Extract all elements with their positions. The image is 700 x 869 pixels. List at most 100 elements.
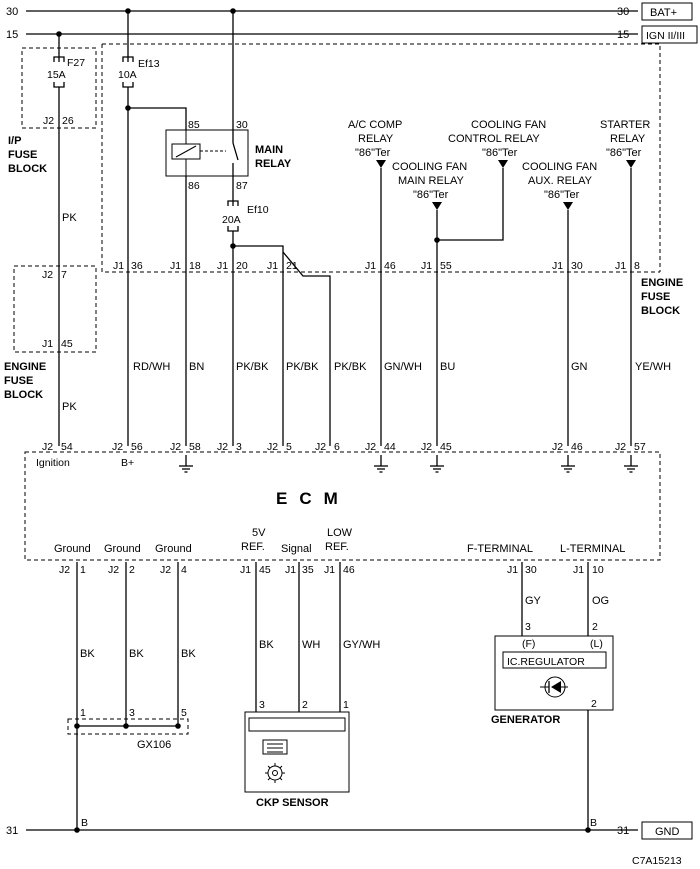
bat-num-right: 30 [617,6,629,18]
efb-pin-conn: J1 [615,260,626,272]
gx106-pin5: 5 [181,707,187,719]
ecm-pin-conn: J2 [315,441,326,453]
ecm-pin-conn: J1 [324,564,335,576]
efb-pin-conn: J1 [267,260,278,272]
main-relay: 85 30 86 87 MAIN RELAY [165,8,292,446]
ecm-pin-conn: J2 [217,441,228,453]
ref5v-line2: REF. [241,541,265,553]
wire-color: BN [189,361,204,373]
f-terminal-label: F-TERMINAL [467,543,533,555]
starter-line2: RELAY [610,133,646,145]
ecm-pin-label: B+ [121,457,134,469]
ef10-rating: 20A [222,214,241,226]
efb-pin-num: 46 [384,260,396,272]
wire-color: OG [592,595,609,607]
ip-label-3: BLOCK [8,163,47,175]
gnd-num-left: 31 [6,825,18,837]
engine-fuse-block-left: J2 7 J1 45 ENGINE FUSE BLOCK [4,263,97,446]
ecm-pin-num: 4 [181,564,187,576]
efb-pin-num: 36 [131,260,143,272]
ip-fuse-block: F27 15A J2 26 I/P FUSE BLOCK [8,31,97,263]
efb-pin-conn: J1 [552,260,563,272]
ground-symbol-icon [624,455,638,473]
relay-pin86: 86 [188,180,200,192]
ef13-fuse: Ef13 10A [118,8,187,446]
wire-colors-upper: PK PK RD/WH BN PK/BK PK/BK PK/BK GN/WH B… [62,212,671,413]
ref5v-line1: 5V [252,527,266,539]
bat-rail: 30 30 BAT+ [6,2,693,21]
fan-aux-line3: "86"Ter [544,189,580,201]
ecm-pin-conn: J1 [285,564,296,576]
relay-ac-comp: A/C COMP RELAY "86"Ter [348,119,402,446]
lower-wires [74,562,589,833]
l-terminal-label: L-TERMINAL [560,543,625,555]
relay-fan-aux: COOLING FAN AUX. RELAY "86"Ter [522,161,597,446]
efb-pin-num: 30 [571,260,583,272]
efb-right-label-2: FUSE [641,291,670,303]
relay-fan-control: COOLING FAN CONTROL RELAY "86"Ter [437,119,546,241]
ckp-label: CKP SENSOR [256,797,329,809]
starter-line1: STARTER [600,119,650,131]
efb-pin-num: 55 [440,260,452,272]
ac-comp-line2: RELAY [358,133,394,145]
wire-color: WH [302,639,320,651]
ecm-pin-num: 44 [384,441,396,453]
ecm-pin-conn: J2 [552,441,563,453]
bat-label: BAT+ [650,7,677,19]
wire-color: PK/BK [236,361,269,373]
gen-pin2-bottom: 2 [591,698,597,710]
ecm-pin-conn: J2 [267,441,278,453]
ecm-pin-num: 5 [286,441,292,453]
efb-pin-num: 21 [286,260,298,272]
relay-pin85: 85 [188,119,200,131]
gnd-b-right: B [590,817,597,829]
ecm-pin-num: 58 [189,441,201,453]
ecm-pin-num: 54 [61,441,73,453]
ecm-pin-num: 2 [129,564,135,576]
ecm-pin-num: 6 [334,441,340,453]
ecm-module: ECM [24,451,661,561]
ecm-pin-conn: J2 [160,564,171,576]
wire-color: PK [62,401,77,413]
wire-color: BU [440,361,455,373]
efb-right-label-3: BLOCK [641,305,680,317]
ground-symbol-icon [179,455,193,473]
ecm-pin-num: 45 [440,441,452,453]
ign-label: IGN II/III [646,30,685,42]
ecm-bottom-labels: Ground Ground Ground 5V REF. Signal LOW … [54,527,625,555]
wire-color: GY [525,595,542,607]
relay-starter: STARTER RELAY "86"Ter [600,119,650,446]
lowref-line2: REF. [325,541,349,553]
efb-left-label-2: FUSE [4,375,33,387]
ecm-pin-conn: J2 [170,441,181,453]
generator: 3 2 (F) (L) IC.REGULATOR 2 GENERATOR [491,621,614,833]
gnd-b-left: B [81,817,88,829]
gen-pin2-top: 2 [592,621,598,633]
ecm-pin-num: 30 [525,564,537,576]
signal-label: Signal [281,543,312,555]
fan-control-line1: COOLING FAN [471,119,546,131]
ecm-pin-conn: J2 [42,441,53,453]
ground-label-1: Ground [54,543,91,555]
efb-left-conn1: J2 [42,269,53,281]
relay-pin30: 30 [236,119,248,131]
efb-pin-num: 8 [634,260,640,272]
ac-comp-line1: A/C COMP [348,119,402,131]
relay-fan-main: COOLING FAN MAIN RELAY "86"Ter [392,161,467,446]
ef10-fuse: Ef10 20A [222,176,331,446]
lowref-line1: LOW [327,527,353,539]
wire-color: BK [129,648,144,660]
ckp-pin2: 2 [302,699,308,711]
ecm-pin-conn: J1 [507,564,518,576]
ecm-pin-conn: J2 [108,564,119,576]
ecm-pin-num: 3 [236,441,242,453]
efb-pin-num: 20 [236,260,248,272]
ckp-sensor: 3 2 1 CKP SENSOR [244,699,350,809]
f27-rating: 15A [47,69,66,81]
relay-label-2: RELAY [255,158,292,170]
ckp-pin1: 1 [343,699,349,711]
efb-pin-conn: J1 [421,260,432,272]
